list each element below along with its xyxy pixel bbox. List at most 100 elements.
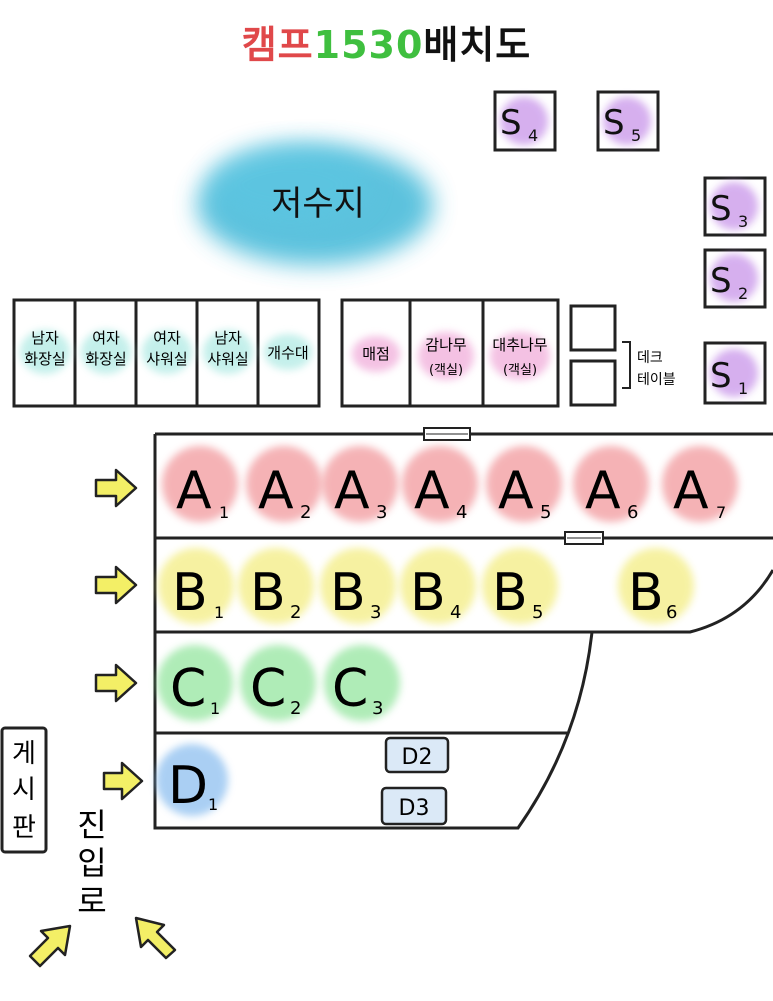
arrow-icon — [94, 468, 138, 508]
svg-text:B: B — [250, 563, 286, 623]
svg-text:A: A — [414, 461, 450, 521]
site-s4[interactable]: S 4 — [493, 90, 557, 152]
facility-women-shower: 여자 샤워실 — [146, 329, 187, 368]
svg-text:B: B — [172, 563, 208, 623]
facility-persimmon-room-l1: 감나무 — [425, 336, 467, 354]
site-s4-num: 4 — [528, 126, 538, 145]
arrow-icon — [102, 761, 144, 801]
site-d2-label: D2 — [402, 745, 433, 770]
facility-sink-l1: 개수대 — [267, 344, 308, 362]
svg-text:A: A — [258, 461, 294, 521]
site-b4-num: 4 — [450, 602, 461, 623]
site-d2[interactable]: D2 — [384, 736, 450, 774]
deck-tables: 데크 테이블 — [569, 304, 676, 407]
site-s5[interactable]: S 5 — [596, 90, 660, 152]
site-d3[interactable]: D3 — [380, 786, 448, 826]
facility-men-restroom-l1: 남자 — [31, 329, 59, 347]
svg-text:D: D — [168, 756, 208, 816]
s-sites: S 4 S 5 S 3 S 2 S 1 — [493, 90, 767, 405]
site-s3-letter: S — [710, 189, 732, 229]
svg-text:C: C — [250, 659, 286, 719]
site-c1-num: 1 — [210, 699, 220, 718]
entrance-char-2: 입 — [77, 844, 106, 882]
entrance-char-3: 로 — [77, 882, 106, 920]
facility-men-restroom: 남자 화장실 — [24, 329, 65, 368]
svg-text:A: A — [673, 461, 709, 521]
deck-label-l1: 데크 — [637, 350, 663, 366]
title-layout: 배치도 — [423, 23, 532, 67]
site-s2[interactable]: S 2 — [703, 248, 767, 309]
svg-text:B: B — [410, 563, 446, 623]
reservoir: 저수지 — [197, 145, 433, 265]
arrow-icon — [94, 663, 138, 703]
facility-persimmon-room[interactable]: 감나무 (객실) — [425, 336, 467, 378]
site-s1[interactable]: S 1 — [703, 341, 767, 405]
svg-text:A: A — [334, 461, 370, 521]
site-s3[interactable]: S 3 — [703, 176, 767, 237]
svg-text:B: B — [330, 563, 366, 623]
facility-women-restroom: 여자 화장실 — [85, 329, 126, 368]
arrow-up-left-icon — [134, 916, 177, 960]
site-s4-letter: S — [500, 103, 522, 143]
site-c3-num: 3 — [372, 698, 383, 719]
site-d1-num: 1 — [208, 795, 218, 814]
site-b5-num: 5 — [532, 602, 543, 623]
svg-text:A: A — [498, 461, 534, 521]
facility-persimmon-room-l2: (객실) — [429, 363, 463, 378]
facilities-left: 남자 화장실 여자 화장실 여자 샤워실 남자 샤워실 개수대 — [12, 298, 321, 408]
site-s2-letter: S — [710, 261, 732, 301]
entrance-label: 진 입 로 — [77, 806, 106, 920]
site-s1-num: 1 — [738, 379, 748, 398]
site-a3-num: 3 — [376, 502, 387, 523]
facility-men-restroom-l2: 화장실 — [24, 350, 65, 368]
site-b3-num: 3 — [370, 602, 381, 623]
title-camp: 캠프 — [241, 23, 314, 67]
facility-women-restroom-l2: 화장실 — [85, 350, 126, 368]
svg-text:C: C — [332, 659, 368, 719]
site-s5-letter: S — [603, 103, 625, 143]
board-char-2: 시 — [12, 775, 36, 805]
board-char-1: 게 — [12, 739, 36, 769]
title-number: 1530 — [313, 23, 424, 67]
site-s2-num: 2 — [738, 284, 748, 303]
facility-women-shower-l2: 샤워실 — [146, 350, 187, 368]
reservoir-label: 저수지 — [271, 184, 365, 224]
site-b2-num: 2 — [290, 602, 301, 623]
facility-women-restroom-l1: 여자 — [92, 329, 120, 347]
map-title: 캠프1530배치도 — [0, 14, 773, 69]
site-a4-num: 4 — [456, 502, 467, 523]
facility-store-l1: 매점 — [362, 345, 390, 363]
site-s3-num: 3 — [738, 212, 748, 231]
facility-jujube-room[interactable]: 대추나무 (객실) — [492, 336, 547, 378]
site-b6-num: 6 — [666, 602, 677, 623]
svg-text:A: A — [585, 461, 621, 521]
svg-text:B: B — [628, 563, 664, 623]
facilities-mid: 매점 감나무 (객실) 대추나무 (객실) — [340, 298, 560, 408]
svg-text:A: A — [176, 461, 212, 521]
facility-sink: 개수대 — [267, 344, 308, 362]
site-a6-num: 6 — [627, 502, 638, 523]
svg-text:B: B — [492, 563, 528, 623]
site-c2-num: 2 — [290, 698, 301, 719]
